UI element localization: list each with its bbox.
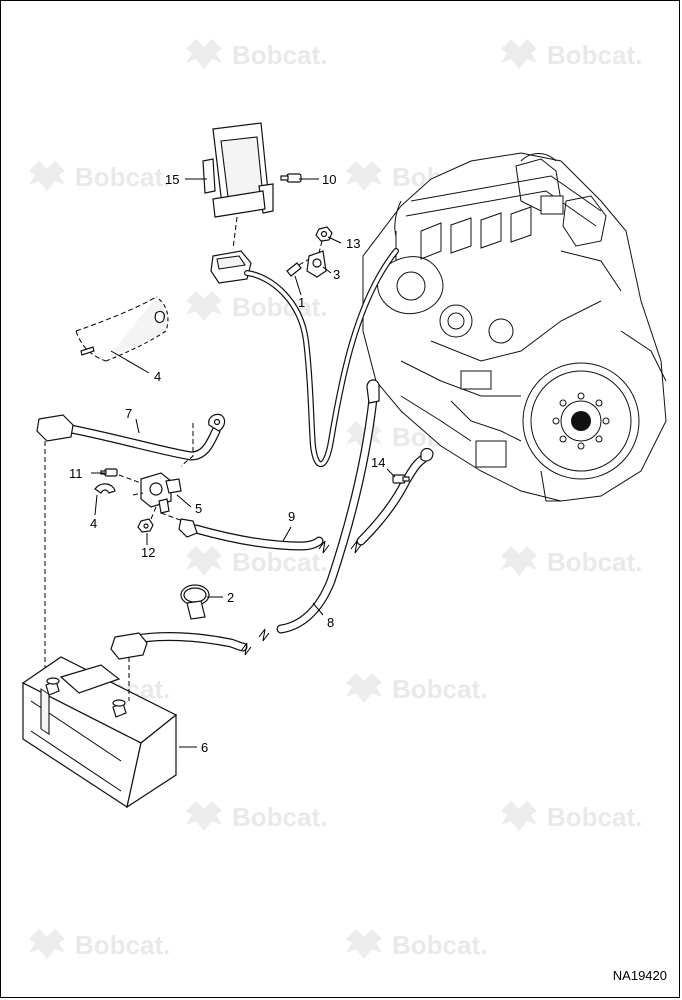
dash-bolt11	[118, 474, 142, 484]
callout-5: 5	[195, 501, 202, 516]
loom-sleeve-4	[75, 296, 169, 362]
dash-ecu-connector	[232, 216, 238, 250]
bobcat-logo-icon	[186, 801, 222, 831]
watermark-text: Bobcat.	[232, 802, 327, 832]
callout-10: 10	[322, 172, 336, 187]
bobcat-logo-icon	[29, 161, 65, 191]
watermark-text: Bobcat.	[232, 547, 327, 577]
ecu-module	[202, 122, 274, 218]
watermark-text: Bobcat.	[547, 40, 642, 70]
bobcat-logo-icon	[501, 546, 537, 576]
watermark-text: Bobcat.	[75, 162, 170, 192]
watermark-12: Bobcat.	[501, 801, 642, 832]
watermark-text: Bobcat.	[232, 40, 327, 70]
callout-14: 14	[371, 455, 385, 470]
callout-9: 9	[288, 509, 295, 524]
callout-3: 3	[333, 267, 340, 282]
relay-5	[140, 472, 182, 514]
callout-8: 8	[327, 615, 334, 630]
bolt-10	[280, 173, 302, 183]
dash-nut-bracket	[318, 240, 323, 254]
watermark-5: Bobcat.	[186, 291, 327, 322]
battery-cable-7	[36, 413, 226, 461]
watermark-2: Bobcat.	[501, 39, 642, 70]
dash-nut12	[150, 506, 157, 520]
callout-2: 2	[227, 590, 234, 605]
watermark-8: Bobcat.	[501, 546, 642, 577]
callout-4-lower: 4	[90, 516, 97, 531]
cable-9	[178, 447, 434, 554]
watermark-7: Bobcat.	[186, 546, 327, 577]
watermark-13: Bobcat.	[29, 929, 170, 960]
clamp-2	[180, 584, 210, 620]
bobcat-logo-icon	[186, 39, 222, 69]
watermark-3: Bobcat.	[29, 161, 170, 192]
battery-6	[21, 656, 178, 809]
watermark-10: Bobcat.	[346, 673, 487, 704]
dash-clip4	[132, 492, 144, 496]
leader-lines	[91, 178, 396, 748]
watermark-text: Bobcat.	[547, 547, 642, 577]
watermark-text: Bobcat.	[547, 802, 642, 832]
callout-7: 7	[125, 406, 132, 421]
watermark-1: Bobcat.	[186, 39, 327, 70]
bobcat-logo-icon	[501, 801, 537, 831]
bobcat-logo-icon	[346, 929, 382, 959]
callout-6: 6	[201, 740, 208, 755]
callout-4-upper: 4	[154, 369, 161, 384]
bobcat-logo-icon	[186, 546, 222, 576]
screw-1	[286, 262, 302, 277]
dash-cable7-relay	[180, 423, 194, 467]
bolt-14	[392, 474, 410, 484]
drawing-number: NA19420	[612, 968, 667, 983]
engine-assembly	[362, 152, 667, 502]
watermark-text: Bobcat.	[392, 930, 487, 960]
watermark-text: Bobcat.	[232, 292, 327, 322]
watermark-14: Bobcat.	[346, 929, 487, 960]
dash-screw-bracket	[298, 258, 310, 266]
callout-1: 1	[298, 295, 305, 310]
callout-13: 13	[346, 236, 360, 251]
callout-12: 12	[141, 545, 155, 560]
clip-4	[94, 483, 116, 494]
watermark-text: Bobcat.	[75, 930, 170, 960]
nut-13	[315, 226, 333, 242]
bobcat-logo-icon	[346, 673, 382, 703]
callout-labels: 15 10 13 3 1 4 7 11 5 4 12 9 14 2 8 6	[69, 172, 385, 755]
harness-connector	[210, 250, 252, 284]
bobcat-logo-icon	[501, 39, 537, 69]
bobcat-logo-icon	[29, 929, 65, 959]
watermark-layer: Bobcat. Bobcat. Bobcat. Bobcat. Bobcat. …	[29, 39, 642, 960]
watermark-11: Bobcat.	[186, 801, 327, 832]
callout-15: 15	[165, 172, 179, 187]
watermark-text: Bobcat.	[392, 674, 487, 704]
nut-12	[137, 518, 154, 533]
callout-11: 11	[69, 466, 83, 481]
bracket-3	[306, 250, 327, 278]
bobcat-logo-icon	[186, 291, 222, 321]
bobcat-logo-icon	[346, 161, 382, 191]
dash-cable9	[160, 512, 184, 522]
cable-8	[110, 379, 380, 660]
